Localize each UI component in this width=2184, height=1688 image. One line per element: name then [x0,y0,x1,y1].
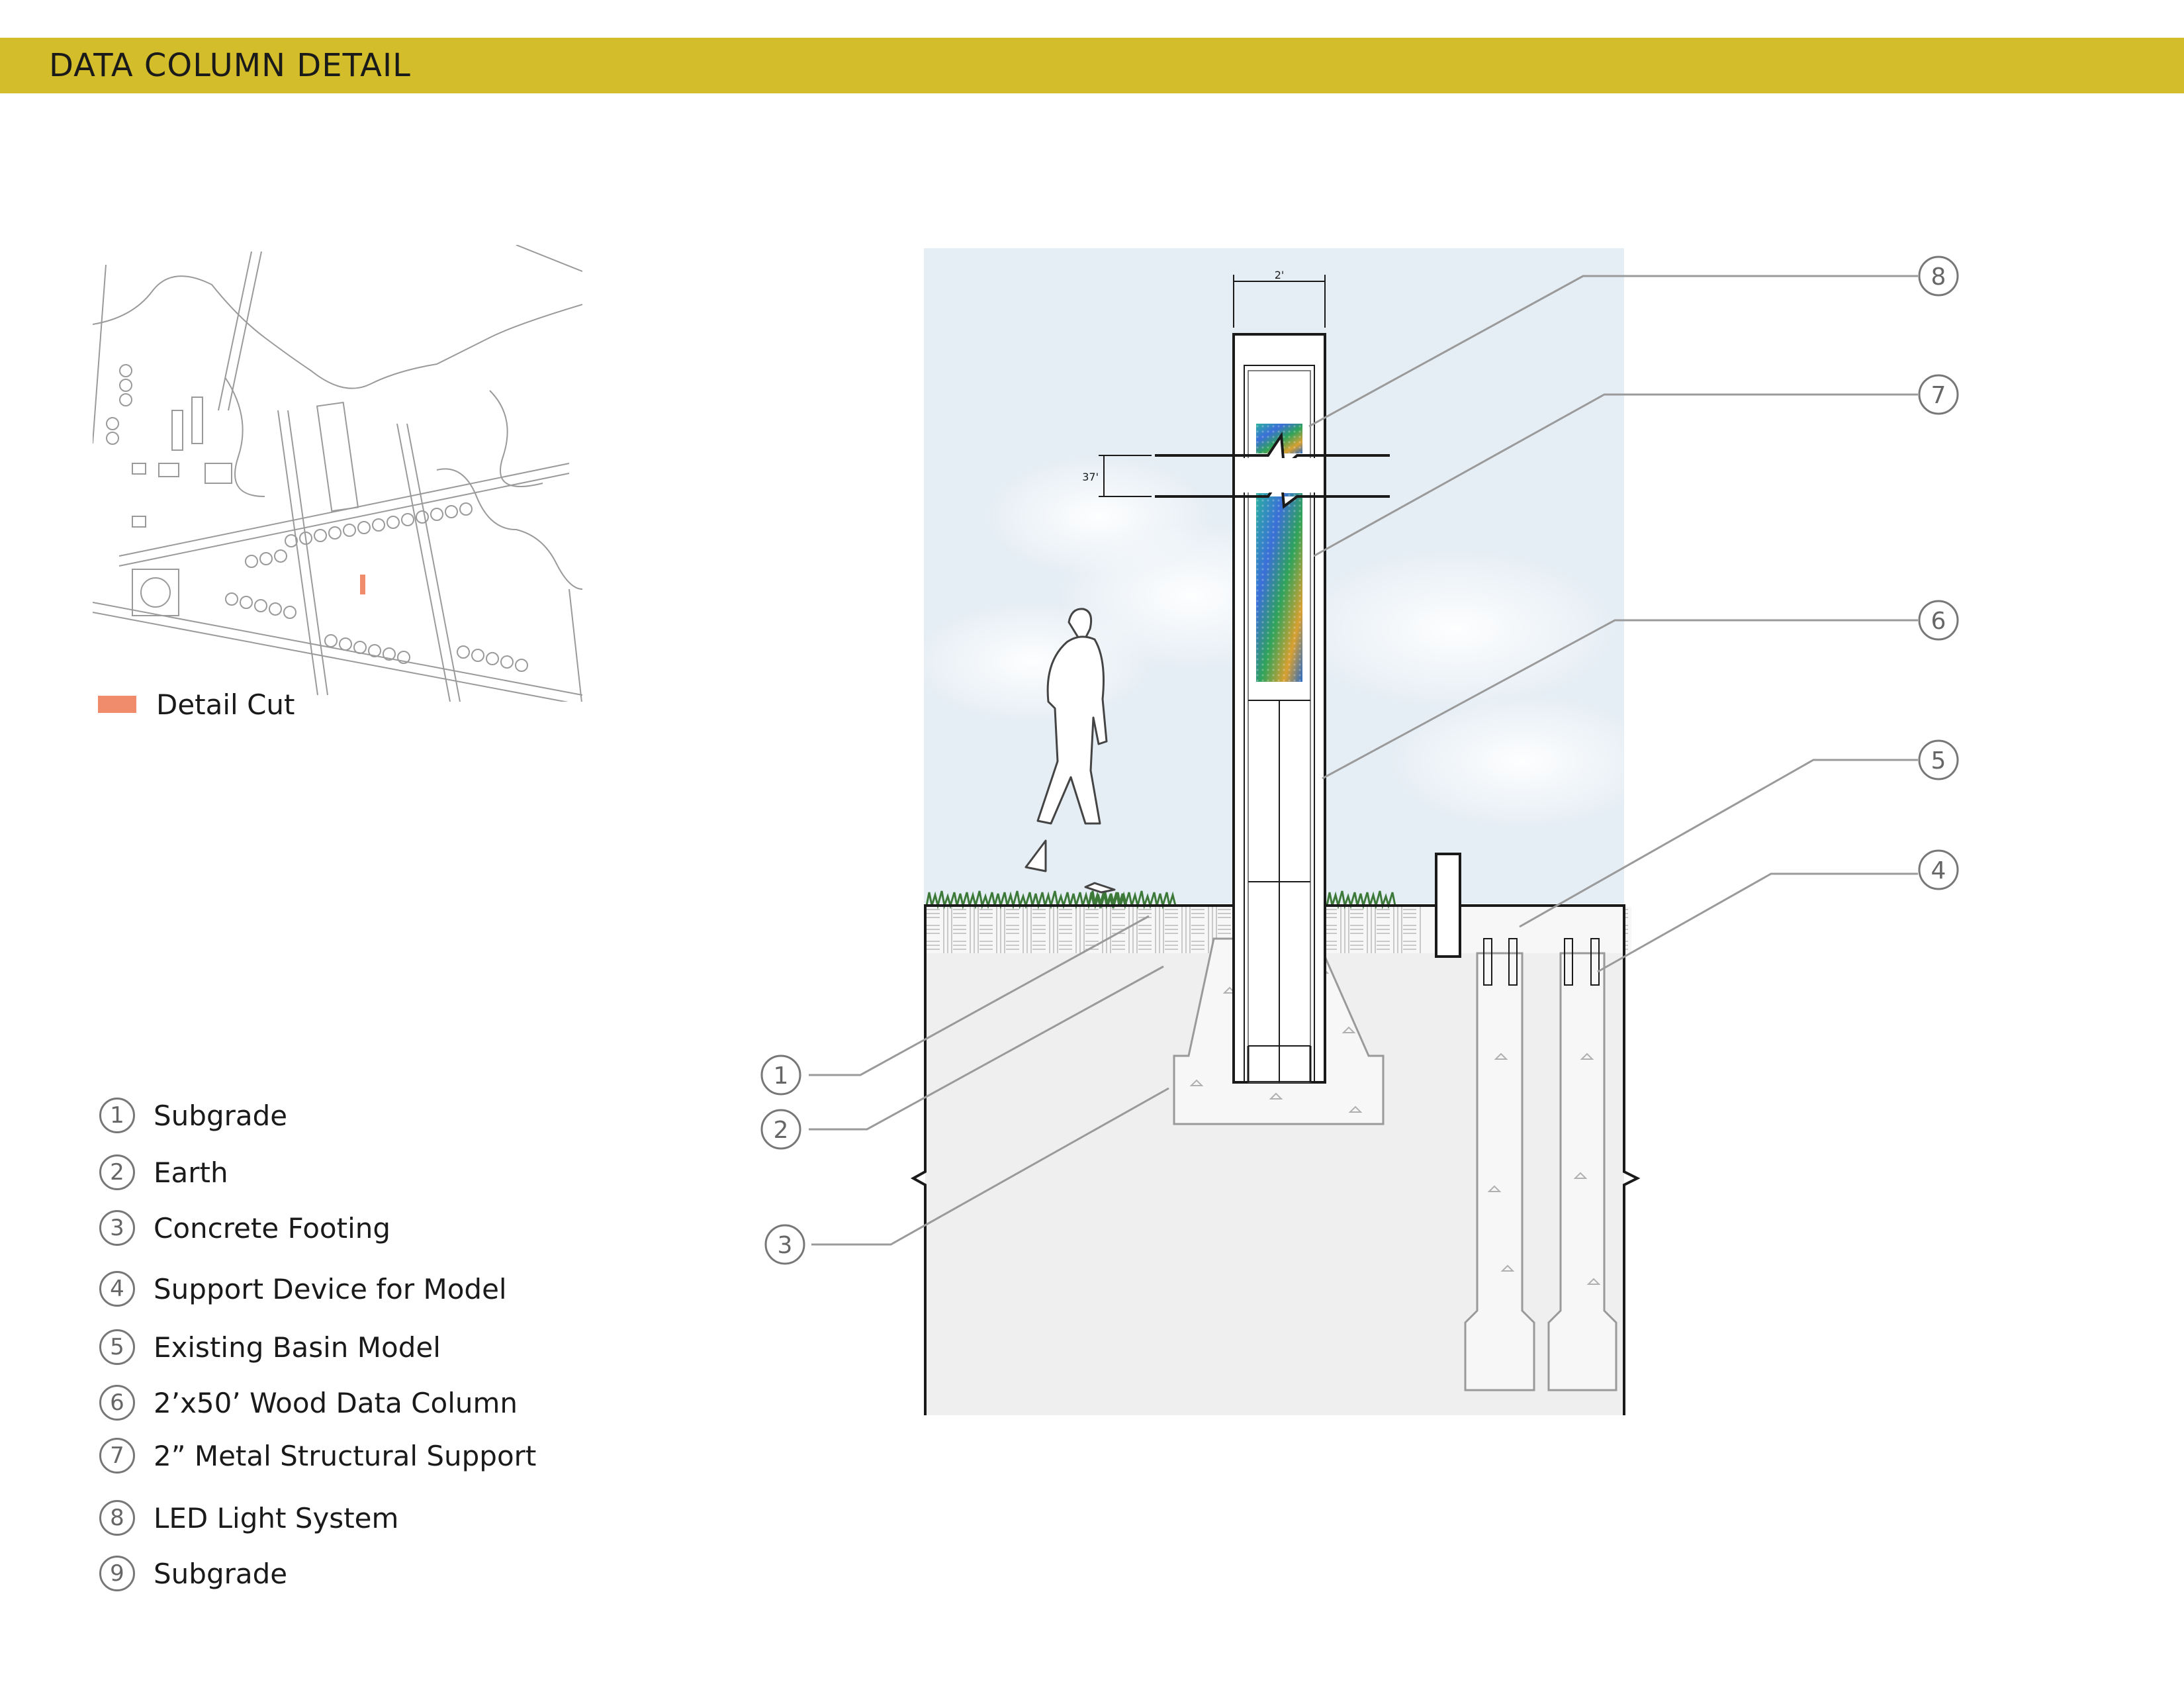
detail-cut-legend: Detail Cut [98,686,295,723]
key-number-9: 9 [99,1556,135,1591]
callout-label-1: 1 [774,1062,789,1090]
callout-5 [1918,739,1959,780]
detail-cut-label: Detail Cut [156,688,295,721]
callout-1 [760,1055,801,1096]
page-title: DATA COLUMN DETAIL [49,47,411,84]
key-item-3: 3 Concrete Footing [99,1205,390,1251]
callout-label-5: 5 [1931,747,1946,774]
key-label-5: Existing Basin Model [154,1331,441,1364]
key-number-6: 6 [99,1385,135,1421]
basin-support-piers [1464,952,1617,1391]
key-number-5: 5 [99,1329,135,1365]
leader-4 [1597,872,1918,973]
key-item-9: 9 Subgrade [99,1550,287,1597]
key-label-2: Earth [154,1156,228,1189]
key-item-1: 1 Subgrade [99,1092,287,1139]
callout-3 [764,1224,805,1265]
leader-7 [1313,393,1918,557]
dimension-height: 37' [1082,471,1099,483]
led-light-system [1256,424,1302,682]
key-label-7: 2” Metal Structural Support [154,1439,537,1472]
key-number-4: 4 [99,1271,135,1307]
key-label-8: LED Light System [154,1501,399,1534]
key-number-8: 8 [99,1500,135,1536]
callout-label-4: 4 [1931,857,1946,884]
callout-label-6: 6 [1931,608,1946,635]
site-key-map [93,245,582,702]
key-label-1: Subgrade [154,1099,288,1132]
component-key: 1 Subgrade 2 Earth 3 Concrete Footing 4 … [99,1092,695,1609]
wood-data-column [1232,333,1326,1084]
human-scale-figure [1024,608,1116,894]
callout-6 [1918,600,1959,641]
leader-2 [809,965,1164,1131]
callout-label-3: 3 [778,1232,793,1259]
metal-structural-support [1247,1046,1312,1082]
key-label-9: Subgrade [154,1557,288,1590]
earth-layer [925,907,1624,1415]
callout-4 [1918,849,1959,890]
concrete-footing [1173,937,1385,1125]
leader-8 [1308,275,1918,428]
key-label-3: Concrete Footing [154,1211,391,1244]
callout-label-7: 7 [1931,382,1946,409]
key-label-4: Support Device for Model [154,1272,507,1305]
key-number-7: 7 [99,1438,135,1474]
leader-6 [1322,619,1918,780]
sky-background [924,248,1624,904]
key-label-6: 2’x50’ Wood Data Column [154,1386,518,1419]
callout-label-2: 2 [774,1117,789,1144]
callout-7 [1918,374,1959,415]
detail-cut-marker [360,575,365,594]
callout-8 [1918,256,1959,297]
key-item-7: 7 2” Metal Structural Support [99,1432,536,1479]
key-item-4: 4 Support Device for Model [99,1266,507,1312]
callout-label-8: 8 [1931,263,1946,291]
title-bar: DATA COLUMN DETAIL [0,38,2184,93]
leader-5 [1519,759,1918,928]
key-number-1: 1 [99,1098,135,1133]
key-item-6: 6 2’x50’ Wood Data Column [99,1380,518,1426]
leader-1 [809,915,1150,1076]
key-number-3: 3 [99,1210,135,1246]
grass [925,890,1396,910]
basin-model-post [1435,853,1461,958]
key-item-2: 2 Earth [99,1149,228,1196]
callout-2 [760,1109,801,1150]
leader-3 [811,1087,1169,1246]
detail-cut-swatch [98,696,136,713]
key-item-5: 5 Existing Basin Model [99,1324,441,1370]
key-number-2: 2 [99,1154,135,1190]
subgrade-layer [927,907,1631,953]
key-item-8: 8 LED Light System [99,1495,398,1541]
dimension-width: 2' [1275,269,1285,281]
